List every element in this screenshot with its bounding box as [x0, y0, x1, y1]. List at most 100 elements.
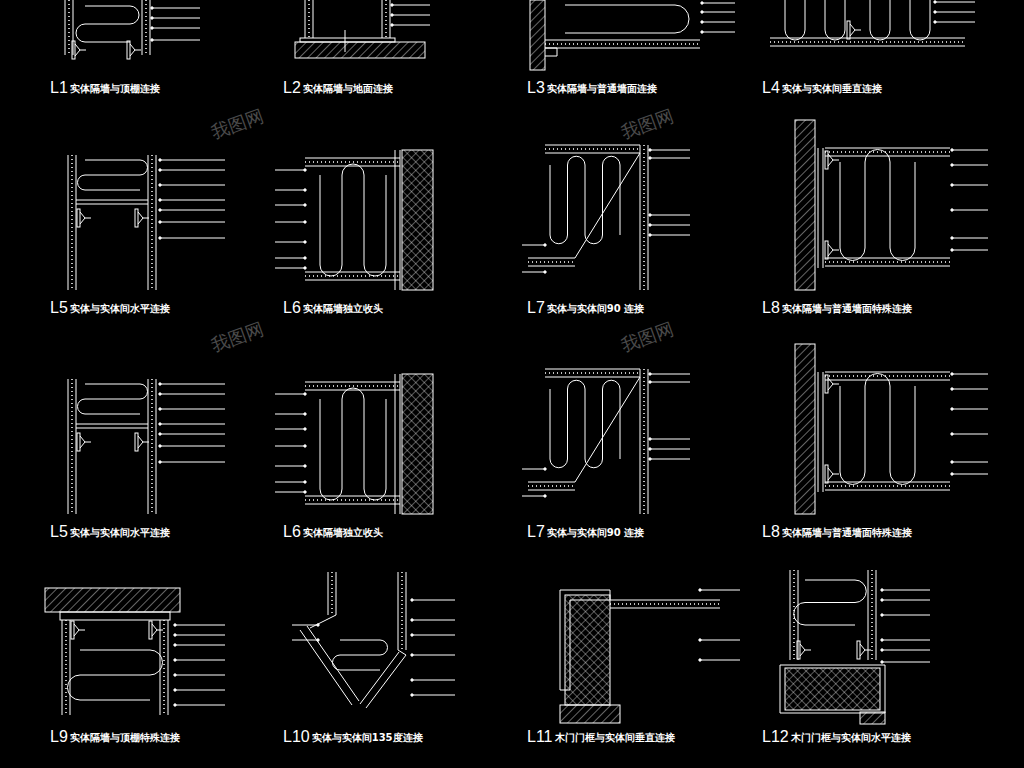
insulation-serpentine [320, 388, 386, 500]
leader-dot [951, 461, 953, 463]
leader-line [650, 215, 690, 216]
leader-dot [151, 17, 153, 19]
leader-dot [649, 458, 651, 460]
leader-line [275, 268, 305, 269]
detail-number: L12 [762, 728, 789, 746]
leader-dot [411, 654, 413, 656]
leader-line [160, 384, 225, 385]
leader-line [275, 414, 305, 415]
insulation-serpentine [78, 384, 148, 414]
leader-dot [304, 393, 306, 395]
leader-dot [951, 373, 953, 375]
leader-dot [699, 659, 701, 661]
detail-number: L6 [283, 299, 301, 317]
track-line [76, 200, 148, 201]
leader-dot [391, 14, 393, 16]
detail-caption: 实体隔墙独立收头 [303, 527, 383, 539]
leader-line [275, 466, 305, 467]
leader-dot [159, 433, 161, 435]
insulation-serpentine [550, 156, 620, 244]
wall-board [160, 620, 161, 715]
leader-line [702, 22, 735, 23]
leader-dot [411, 694, 413, 696]
leader-dot [881, 589, 883, 591]
detail-number: L3 [527, 79, 545, 97]
leader-line [160, 462, 225, 463]
leader-line [935, 12, 975, 13]
leader-line [650, 449, 690, 450]
leader-dot [951, 408, 953, 410]
connector-clip [74, 624, 85, 636]
connector-profile [77, 209, 80, 227]
leader-line [650, 439, 690, 440]
detail-caption: 实体与实体间水平连接 [70, 303, 170, 315]
connector-clip [850, 24, 861, 36]
wall-board [825, 372, 950, 373]
wall-board [156, 379, 157, 514]
wall-board [648, 145, 649, 290]
leader-line [275, 482, 305, 483]
insulation-serpentine [785, 0, 845, 40]
leader-dot [174, 644, 176, 646]
hatched-structure [795, 120, 815, 290]
leader-dot [411, 679, 413, 681]
leader-line [952, 409, 988, 410]
detail-caption: 实体与实体间垂直连接 [782, 83, 882, 95]
leader-line [152, 8, 200, 9]
wall-board [305, 496, 400, 497]
anchor-bolt [345, 30, 346, 52]
leader-line [152, 28, 200, 29]
watermark: 我图网 [208, 316, 267, 357]
board-fill [71, 379, 73, 514]
connector-profile [77, 433, 80, 451]
wall-board [545, 40, 700, 41]
leader-line [152, 18, 200, 19]
leader-line [952, 185, 988, 186]
leader-dot [304, 241, 306, 243]
hatched-structure [560, 705, 620, 723]
wall-board [168, 620, 169, 715]
leader-line [700, 640, 740, 641]
insulation-serpentine [550, 380, 620, 468]
wall-board [825, 148, 950, 149]
leader-line [160, 434, 225, 435]
wall-board [76, 155, 77, 290]
wall-board [640, 145, 641, 290]
wall-board [545, 377, 640, 378]
leader-dot [159, 209, 161, 211]
leader-dot [317, 624, 319, 626]
leader-line [952, 165, 988, 166]
board-fill [145, 0, 147, 55]
door-frame [402, 374, 433, 514]
leader-dot [159, 408, 161, 410]
insulation-serpentine [794, 580, 867, 625]
wall-board [825, 482, 950, 483]
detail-caption: 木门门框与实体间水平连接 [791, 732, 911, 744]
board-fill [151, 379, 153, 514]
leader-dot [304, 465, 306, 467]
leader-line [160, 394, 225, 395]
leader-dot [951, 209, 953, 211]
leader-line [275, 394, 305, 395]
connector-clip [130, 44, 141, 56]
detail-number: L9 [50, 728, 68, 746]
leader-line [160, 222, 225, 223]
leader-dot [649, 381, 651, 383]
board-fill [385, 0, 387, 38]
leader-dot [881, 614, 883, 616]
leader-line [650, 150, 690, 151]
wall-board [156, 155, 157, 290]
leader-dot [881, 639, 883, 641]
leader-line [952, 474, 988, 475]
wall-board [528, 258, 575, 259]
leader-line [412, 655, 455, 656]
connector-profile [545, 48, 557, 56]
insulation-serpentine [76, 6, 139, 42]
leader-line [882, 615, 930, 616]
board-fill [68, 0, 70, 55]
wall-board [68, 379, 69, 514]
leader-dot [649, 373, 651, 375]
hatched-structure [860, 712, 885, 724]
connector-profile [71, 621, 74, 639]
leader-dot [317, 639, 319, 641]
